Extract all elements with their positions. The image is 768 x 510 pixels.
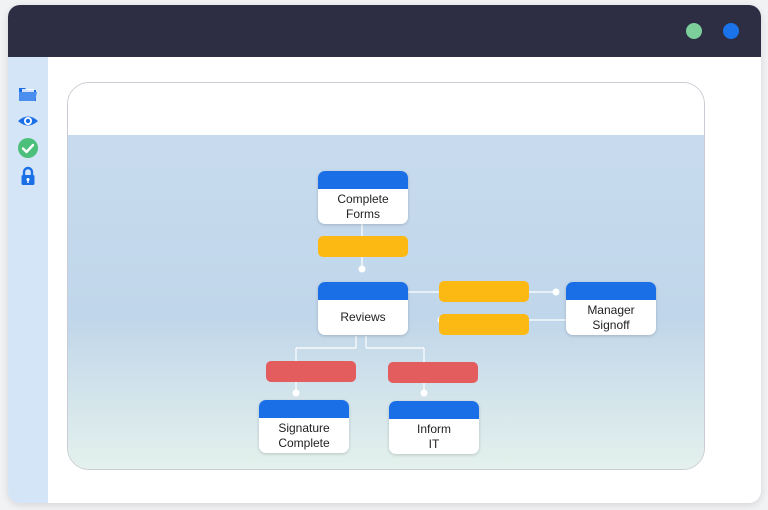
node-label: Inform IT bbox=[416, 421, 451, 451]
node-header bbox=[259, 400, 349, 418]
check-circle-icon[interactable] bbox=[17, 137, 39, 159]
sidebar bbox=[8, 57, 48, 503]
green-window-dot[interactable] bbox=[686, 23, 702, 39]
blue-window-dot[interactable] bbox=[723, 23, 739, 39]
amber-connector-3 bbox=[439, 314, 529, 335]
node-label: Signature Complete bbox=[278, 420, 330, 450]
title-bar bbox=[8, 5, 761, 57]
node-header bbox=[318, 171, 408, 189]
node-inform-it[interactable]: Inform IT bbox=[389, 401, 479, 454]
node-header bbox=[389, 401, 479, 419]
node-label: Complete Forms bbox=[337, 191, 389, 221]
amber-connector-1 bbox=[318, 236, 408, 257]
node-header bbox=[566, 282, 656, 300]
folder-icon[interactable] bbox=[17, 83, 39, 105]
node-reviews[interactable]: Reviews bbox=[318, 282, 408, 335]
red-connector-2 bbox=[388, 362, 478, 383]
lock-icon[interactable] bbox=[17, 165, 39, 187]
red-connector-1 bbox=[266, 361, 356, 382]
node-label: Manager Signoff bbox=[587, 302, 635, 332]
node-manager-signoff[interactable]: Manager Signoff bbox=[566, 282, 656, 335]
node-signature-complete[interactable]: Signature Complete bbox=[259, 400, 349, 453]
node-label: Reviews bbox=[340, 310, 386, 324]
workflow-panel bbox=[67, 82, 705, 470]
node-header bbox=[318, 282, 408, 300]
node-complete-forms[interactable]: Complete Forms bbox=[318, 171, 408, 224]
eye-icon[interactable] bbox=[17, 110, 39, 132]
panel-header bbox=[68, 83, 704, 135]
amber-connector-2 bbox=[439, 281, 529, 302]
